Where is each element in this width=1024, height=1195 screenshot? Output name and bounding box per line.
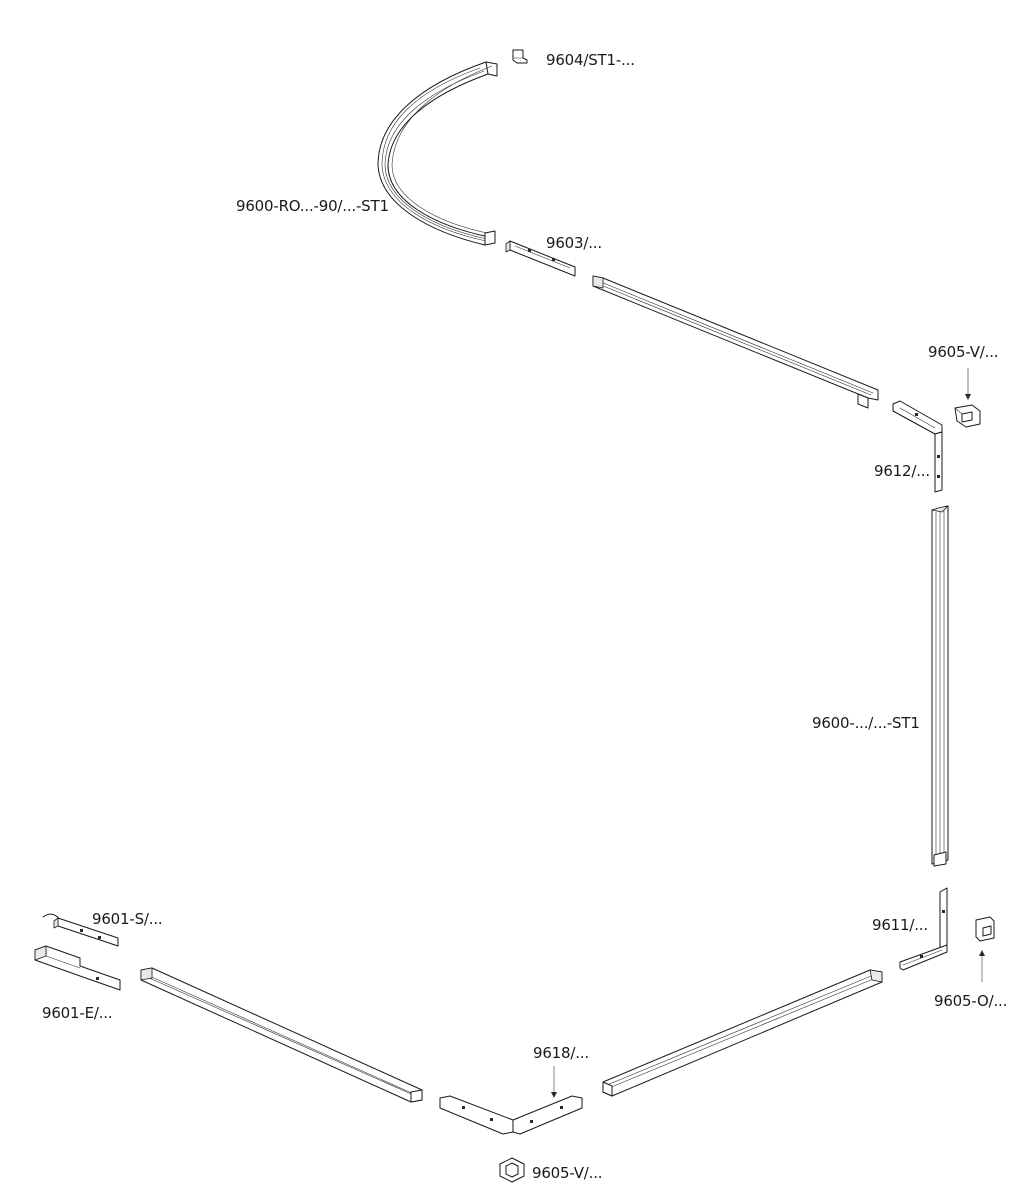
label-feed-s: 9601-S/... [92,910,162,928]
label-vertical-track: 9600-.../...-ST1 [812,714,920,732]
curved-track-part [377,61,498,246]
label-cover-v-bottom: 9605-V/... [532,1164,602,1182]
label-end-cap: 9604/ST1-... [546,51,635,69]
end-cap-part [512,49,528,64]
vertical-track-part [931,505,949,867]
cover-o-part [975,916,995,942]
feed-e-part [34,945,121,991]
label-cover-o: 9605-O/... [934,992,1007,1010]
arrow-cover-v-top [965,367,971,400]
cover-v-part [954,404,981,428]
diagonal-track-top [592,275,879,409]
corner-connector-bottom-part [899,887,948,971]
label-feed-e: 9601-E/... [42,1004,112,1022]
floor-track-right [602,969,883,1097]
straight-connector-part [505,240,576,277]
corner-connector-floor-part [439,1095,583,1135]
cover-v-bottom-part [499,1157,525,1183]
label-corner-connector-top: 9612/... [874,462,930,480]
feed-s-part [42,913,119,947]
arrow-cover-v-bottom-target [551,1065,557,1098]
label-corner-connector-floor: 9618/... [533,1044,589,1062]
label-corner-connector-bottom: 9611/... [872,916,928,934]
corner-connector-top-part [892,400,943,493]
floor-track-left [140,967,423,1103]
label-curved-track: 9600-RO...-90/...-ST1 [236,197,389,215]
label-straight-connector: 9603/... [546,234,602,252]
label-cover-v-top: 9605-V/... [928,343,998,361]
arrow-cover-o [979,950,985,983]
